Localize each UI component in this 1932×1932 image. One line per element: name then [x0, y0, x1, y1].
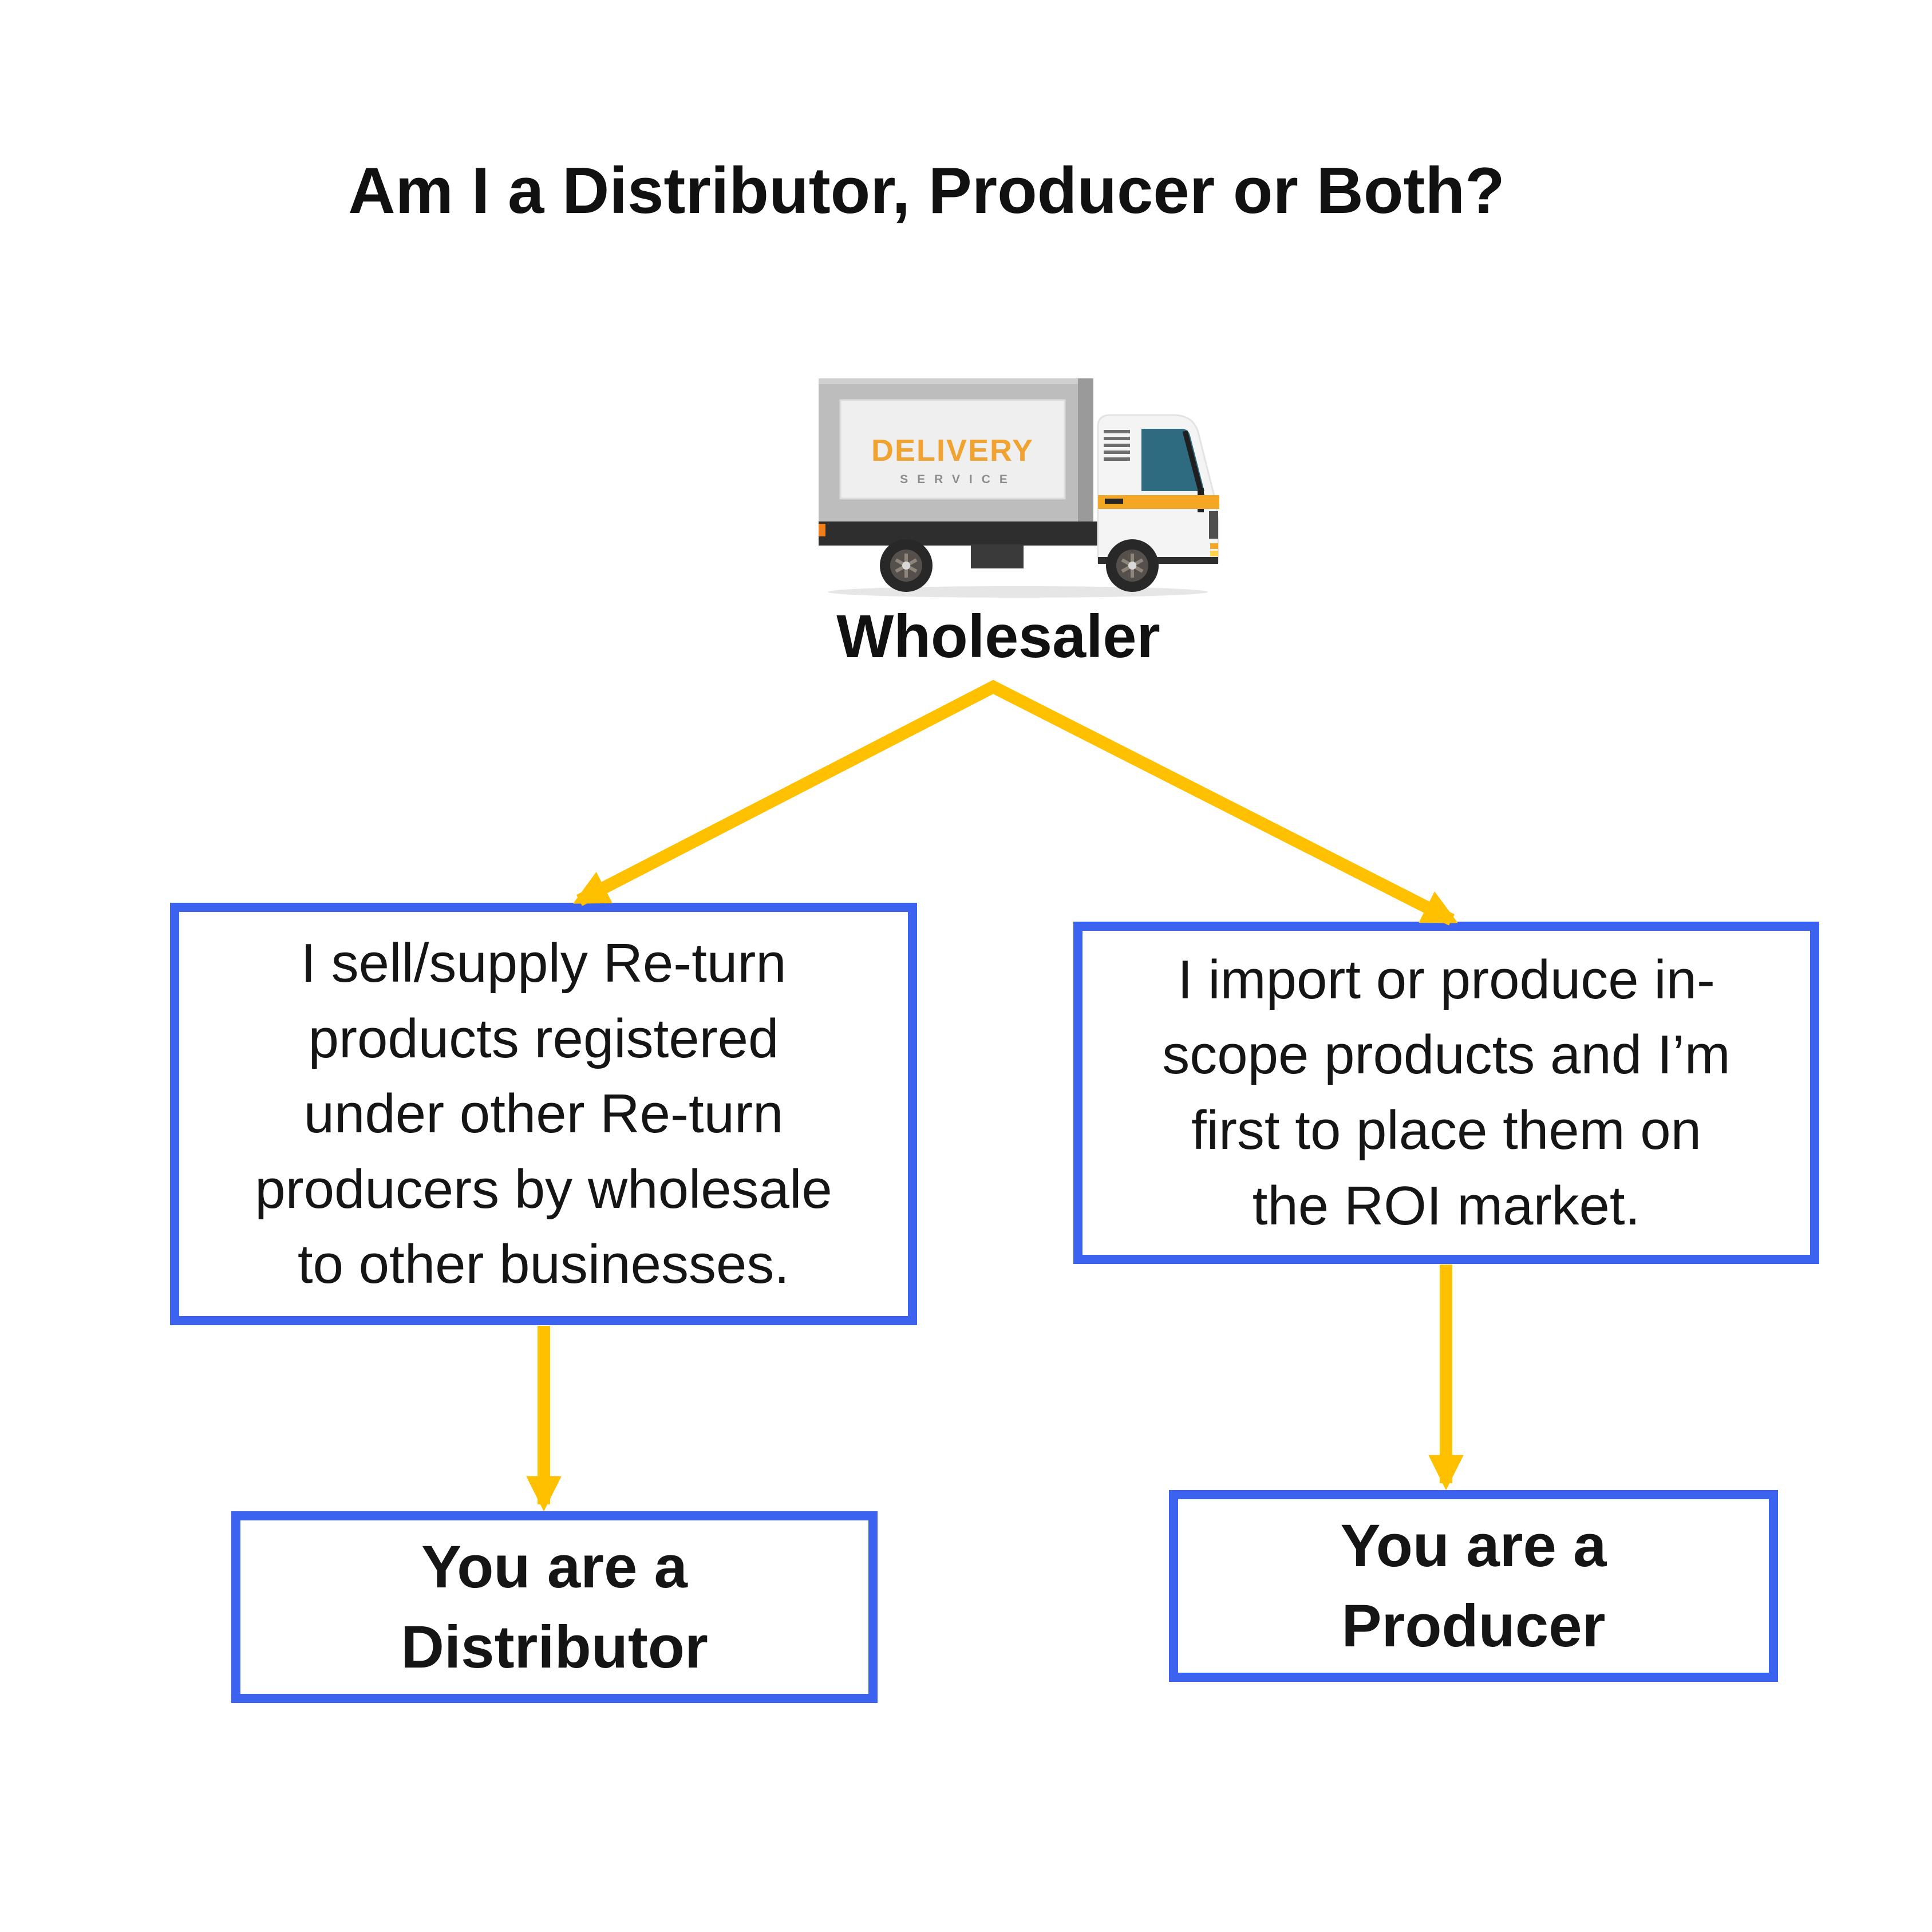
condition-box-producer: I import or produce in- scope products a…	[1073, 922, 1819, 1264]
truck-sign-delivery: DELIVERY	[871, 433, 1034, 468]
truck-rear-wheel	[880, 539, 933, 592]
delivery-truck-illustration: DELIVERY SERVICE	[817, 374, 1220, 598]
result-box-producer: You are a Producer	[1169, 1490, 1778, 1682]
truck-shadow	[828, 586, 1208, 598]
result-box-distributor: You are a Distributor	[231, 1511, 878, 1703]
wholesaler-label: Wholesaler	[836, 603, 1160, 670]
truck-door-handle	[1105, 499, 1123, 504]
truck-front-light-top	[1210, 543, 1218, 549]
arrow-wholesaler-branches	[573, 679, 1458, 926]
delivery-truck-graphic: DELIVERY SERVICE	[819, 378, 1219, 598]
page-title: Am I a Distributor, Producer or Both?	[348, 155, 1505, 227]
condition-box-distributor: I sell/supply Re-turn products registere…	[170, 903, 917, 1325]
truck-front-wheel	[1106, 539, 1159, 592]
truck-front-glass	[1209, 511, 1218, 539]
truck-front-light-bottom	[1210, 551, 1218, 556]
truck-cargo-box: DELIVERY SERVICE	[819, 378, 1093, 523]
truck-cab-vents	[1104, 430, 1130, 461]
truck-cab	[1097, 414, 1219, 564]
truck-sign-service: SERVICE	[900, 473, 1017, 486]
truck-chassis	[819, 521, 1100, 568]
